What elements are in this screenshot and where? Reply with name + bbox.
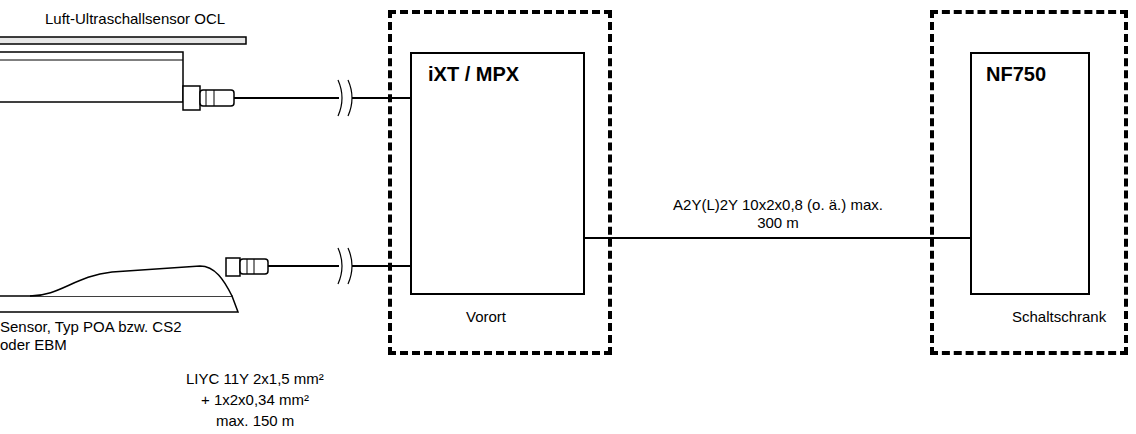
nf750-box: NF750 [970,52,1090,295]
sensor-plate [0,296,238,312]
break-mark [348,80,352,116]
poa-sensor: Sensor, Typ POA bzw. CS2 oder EBM [0,250,268,356]
break-mark [348,248,352,284]
gland-ring [206,90,207,106]
node-label: Sensor, Typ POA bzw. CS2 oder EBM [0,318,192,354]
node-label: NF750 [986,62,1046,86]
gland-ring [214,90,215,106]
sensor-rail [0,37,246,44]
cable-line [585,237,970,239]
cable-gland [200,90,234,106]
cable-nut [226,258,240,276]
cable-label: A2Y(L)2Y 10x2x0,8 (o. ä.) max. 300 m [668,196,888,232]
cable-gland [240,259,268,274]
node-label: Vorort [466,308,506,326]
cable-nut [183,86,200,110]
cable-spec: + 1x2x0,34 mm² [201,391,309,409]
sensor-body [0,52,183,102]
ocl-sensor: Luft-Ultraschallsensor OCL [0,4,234,114]
cable-line [234,97,410,99]
node-label: Luft-Ultraschallsensor OCL [45,10,225,28]
gland-ring [247,259,248,274]
cable-spec: max. 150 m [216,412,294,430]
ixt-mpx-box: iXT / MPX [410,52,585,295]
break-mark [338,80,342,116]
break-gap [339,258,352,274]
site-area: Vorort iXT / MPX [388,10,612,355]
node-label: Schaltschrank [1012,308,1106,326]
node-label: iXT / MPX [428,62,519,86]
sensor-edge [0,60,183,61]
break-mark [338,248,342,284]
cable-spec: LIYC 11Y 2x1,5 mm² [186,370,324,388]
gland-ring [254,259,255,274]
break-gap [339,90,352,106]
cabinet-area: Schaltschrank NF750 [930,10,1128,355]
sensor-hump [30,266,232,296]
